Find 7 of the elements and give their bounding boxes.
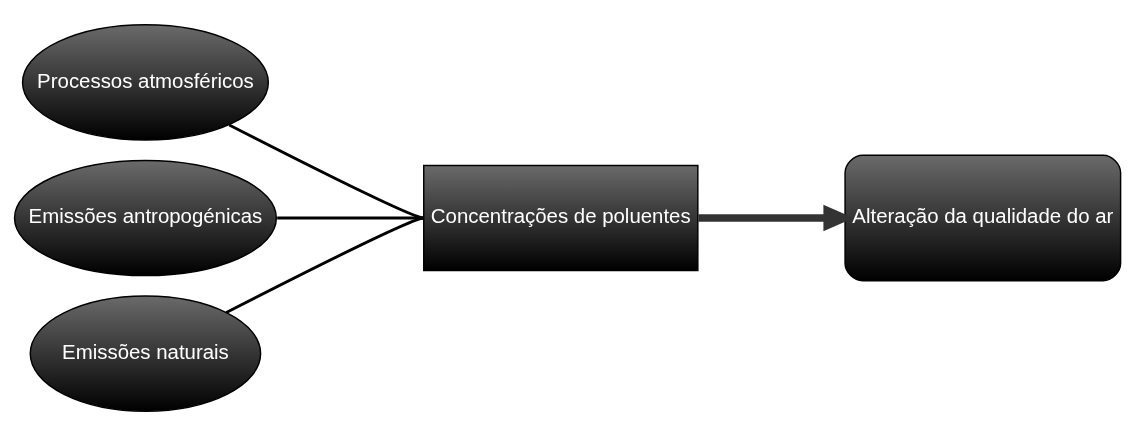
node-box: Concentrações de poluentes [423, 164, 699, 271]
connector [228, 123, 425, 219]
node-ellipse: Processos atmosféricos [21, 23, 270, 141]
connector [225, 216, 425, 314]
node-ellipse: Emissões naturais [29, 294, 262, 412]
node-box: Alteração da qualidade do ar [844, 154, 1122, 281]
node-ellipse: Emissões antropogénicas [13, 159, 278, 276]
